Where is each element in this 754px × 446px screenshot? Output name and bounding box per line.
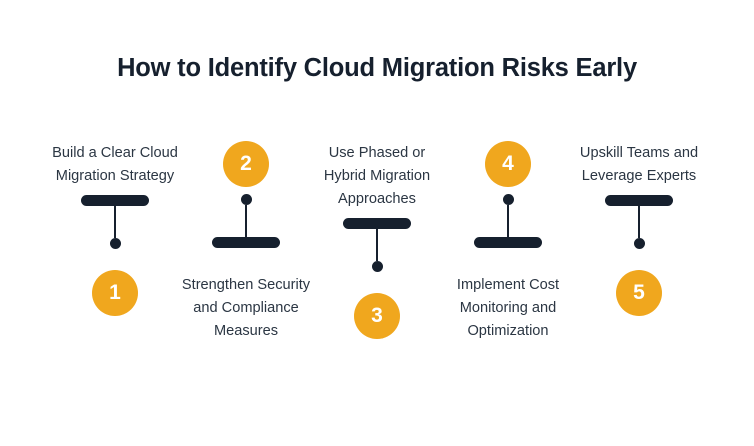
- bar-icon: [474, 237, 542, 248]
- step-label-3: Use Phased or Hybrid Migration Approache…: [323, 145, 431, 207]
- steps-row: Build a Clear Cloud Migration Strategy 1…: [0, 132, 754, 362]
- stem-line-icon: [113, 206, 117, 238]
- step-item-5: Upskill Teams and Leverage Experts 5: [574, 132, 705, 362]
- bar-icon: [81, 195, 149, 206]
- step-item-2: 2 Strengthen Security and Compliance Mea…: [181, 132, 312, 362]
- step-number-badge-1: 1: [92, 270, 138, 316]
- step-number-badge-5: 5: [616, 270, 662, 316]
- stem-line-icon: [375, 229, 379, 261]
- node-dot-icon: [502, 194, 514, 205]
- page-title: How to Identify Cloud Migration Risks Ea…: [117, 54, 637, 82]
- step-label-1: Build a Clear Cloud Migration Strategy: [52, 145, 178, 184]
- bar-icon: [605, 195, 673, 206]
- node-dot-icon: [371, 261, 383, 272]
- node-dot-icon: [633, 238, 645, 249]
- connector-5: [574, 195, 705, 263]
- stem-line-icon: [244, 205, 248, 237]
- step-number-badge-2: 2: [223, 141, 269, 187]
- step-item-4: 4 Implement Cost Monitoring and Optimiza…: [443, 132, 574, 362]
- node-dot-icon: [109, 238, 121, 249]
- step-label-5: Upskill Teams and Leverage Experts: [579, 145, 699, 184]
- step-item-3: Use Phased or Hybrid Migration Approache…: [312, 132, 443, 362]
- stem-line-icon: [506, 205, 510, 237]
- connector-3: [312, 218, 443, 286]
- step-item-1: Build a Clear Cloud Migration Strategy 1: [50, 132, 181, 362]
- node-dot-icon: [240, 194, 252, 205]
- bar-icon: [343, 218, 411, 229]
- connector-2: [181, 194, 312, 262]
- connector-1: [50, 195, 181, 263]
- step-label-2: Strengthen Security and Compliance Measu…: [181, 277, 311, 339]
- step-number-badge-3: 3: [354, 293, 400, 339]
- step-label-4: Implement Cost Monitoring and Optimizati…: [456, 277, 560, 339]
- bar-icon: [212, 237, 280, 248]
- step-number-badge-4: 4: [485, 141, 531, 187]
- stem-line-icon: [637, 206, 641, 238]
- connector-4: [443, 194, 574, 262]
